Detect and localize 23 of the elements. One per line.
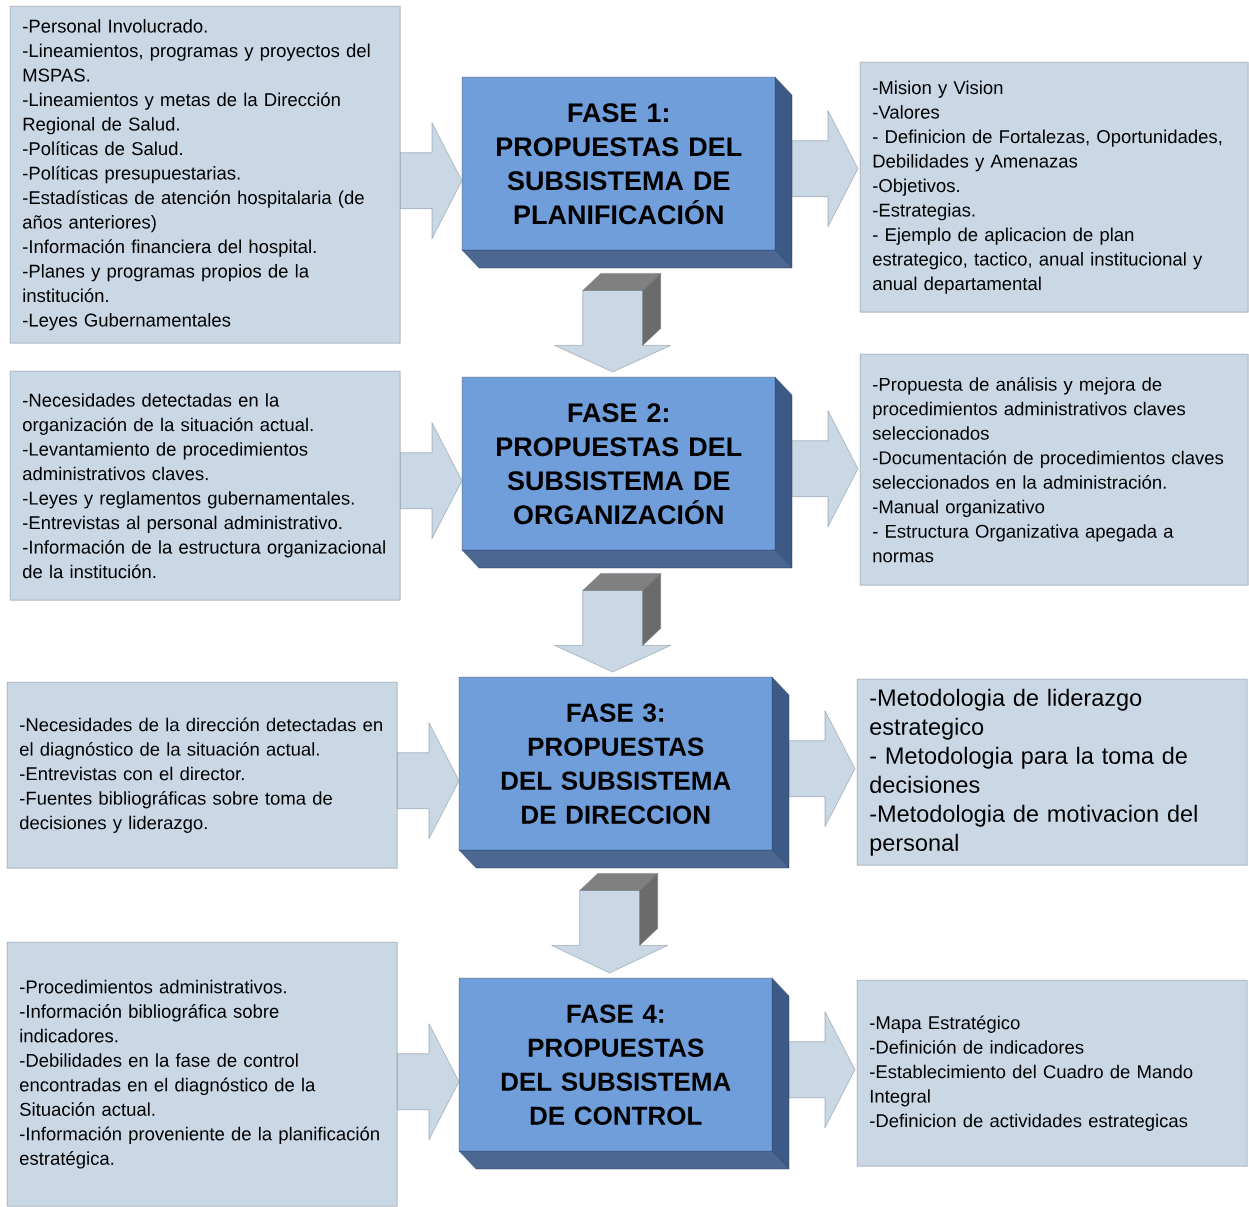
block-arrow (554, 573, 671, 673)
phase-block: FASE 3: PROPUESTAS DEL SUBSISTEMA DE DIRECCION (458, 676, 790, 869)
text-box: -Mision y Vision -Valores - Definicion de Fortalezas, Oportunidades, Debilidades y Amenazas -Objetivos. -Estrategias. - Ejemplo de aplicacion de plan estrategico, tactico, anual institucional y anual departamental (860, 62, 1249, 313)
text-box: -Necesidades de la dirección detectadas en el diagnóstico de la situación actual. -Entrevistas con el director. -Fuentes bibliográficas sobre toma de decisiones y liderazgo. (7, 682, 398, 869)
block-arrow (789, 1011, 856, 1128)
block-arrow (789, 710, 856, 827)
block-arrow (792, 110, 859, 227)
block-arrow (792, 410, 859, 527)
text-box: -Necesidades detectadas en la organización de la situación actual. -Levantamiento de procedimientos administrativos claves. -Leyes y reglamentos gubernamentales. -Entrevistas al personal administrativo. -Información de la estructura organizacional de la institución. (10, 371, 401, 601)
text-box: -Procedimientos administrativos. -Información bibliográfica sobre indicadores. -Debilidades en la fase de control encontradas en el diagnóstico de la Situación actual. -Información proveniente de la planificación estratégica. (7, 942, 398, 1207)
block-arrow (554, 273, 671, 373)
block-arrow (400, 422, 463, 539)
phase-block: FASE 2: PROPUESTAS DEL SUBSISTEMA DE ORGANIZACIÓN (461, 376, 793, 569)
block-arrow (397, 1023, 460, 1140)
block-arrow (400, 122, 463, 239)
text-box: -Propuesta de análisis y mejora de procedimientos administrativos claves seleccionados -Documentación de procedimientos claves seleccionados en la administración. -Manual organizativo - Estructura Organizativa apegada a normas (860, 354, 1249, 586)
block-arrow (397, 722, 460, 839)
text-box: -Metodologia de liderazgo estrategico - Metodologia para la toma de decisiones -Metodologia de motivacion del personal (857, 679, 1248, 866)
phase-block: FASE 1: PROPUESTAS DEL SUBSISTEMA DE PLANIFICACIÓN (461, 76, 793, 269)
phase-block: FASE 4: PROPUESTAS DEL SUBSISTEMA DE CONTROL (458, 977, 790, 1170)
block-arrow (551, 873, 668, 974)
text-box: -Mapa Estratégico -Definición de indicadores -Establecimiento del Cuadro de Mando Integral -Definicion de actividades estrategicas (857, 980, 1248, 1167)
text-box: -Personal Involucrado. -Lineamientos, programas y proyectos del MSPAS. -Lineamientos y metas de la Dirección Regional de Salud. -Políticas de Salud. -Políticas presupuestarias. -Estadísticas de atención hospitalaria (de años anteriores) -Información financiera del hospital. -Planes y programas propios de la institución. -Leyes Gubernamentales (10, 6, 401, 344)
